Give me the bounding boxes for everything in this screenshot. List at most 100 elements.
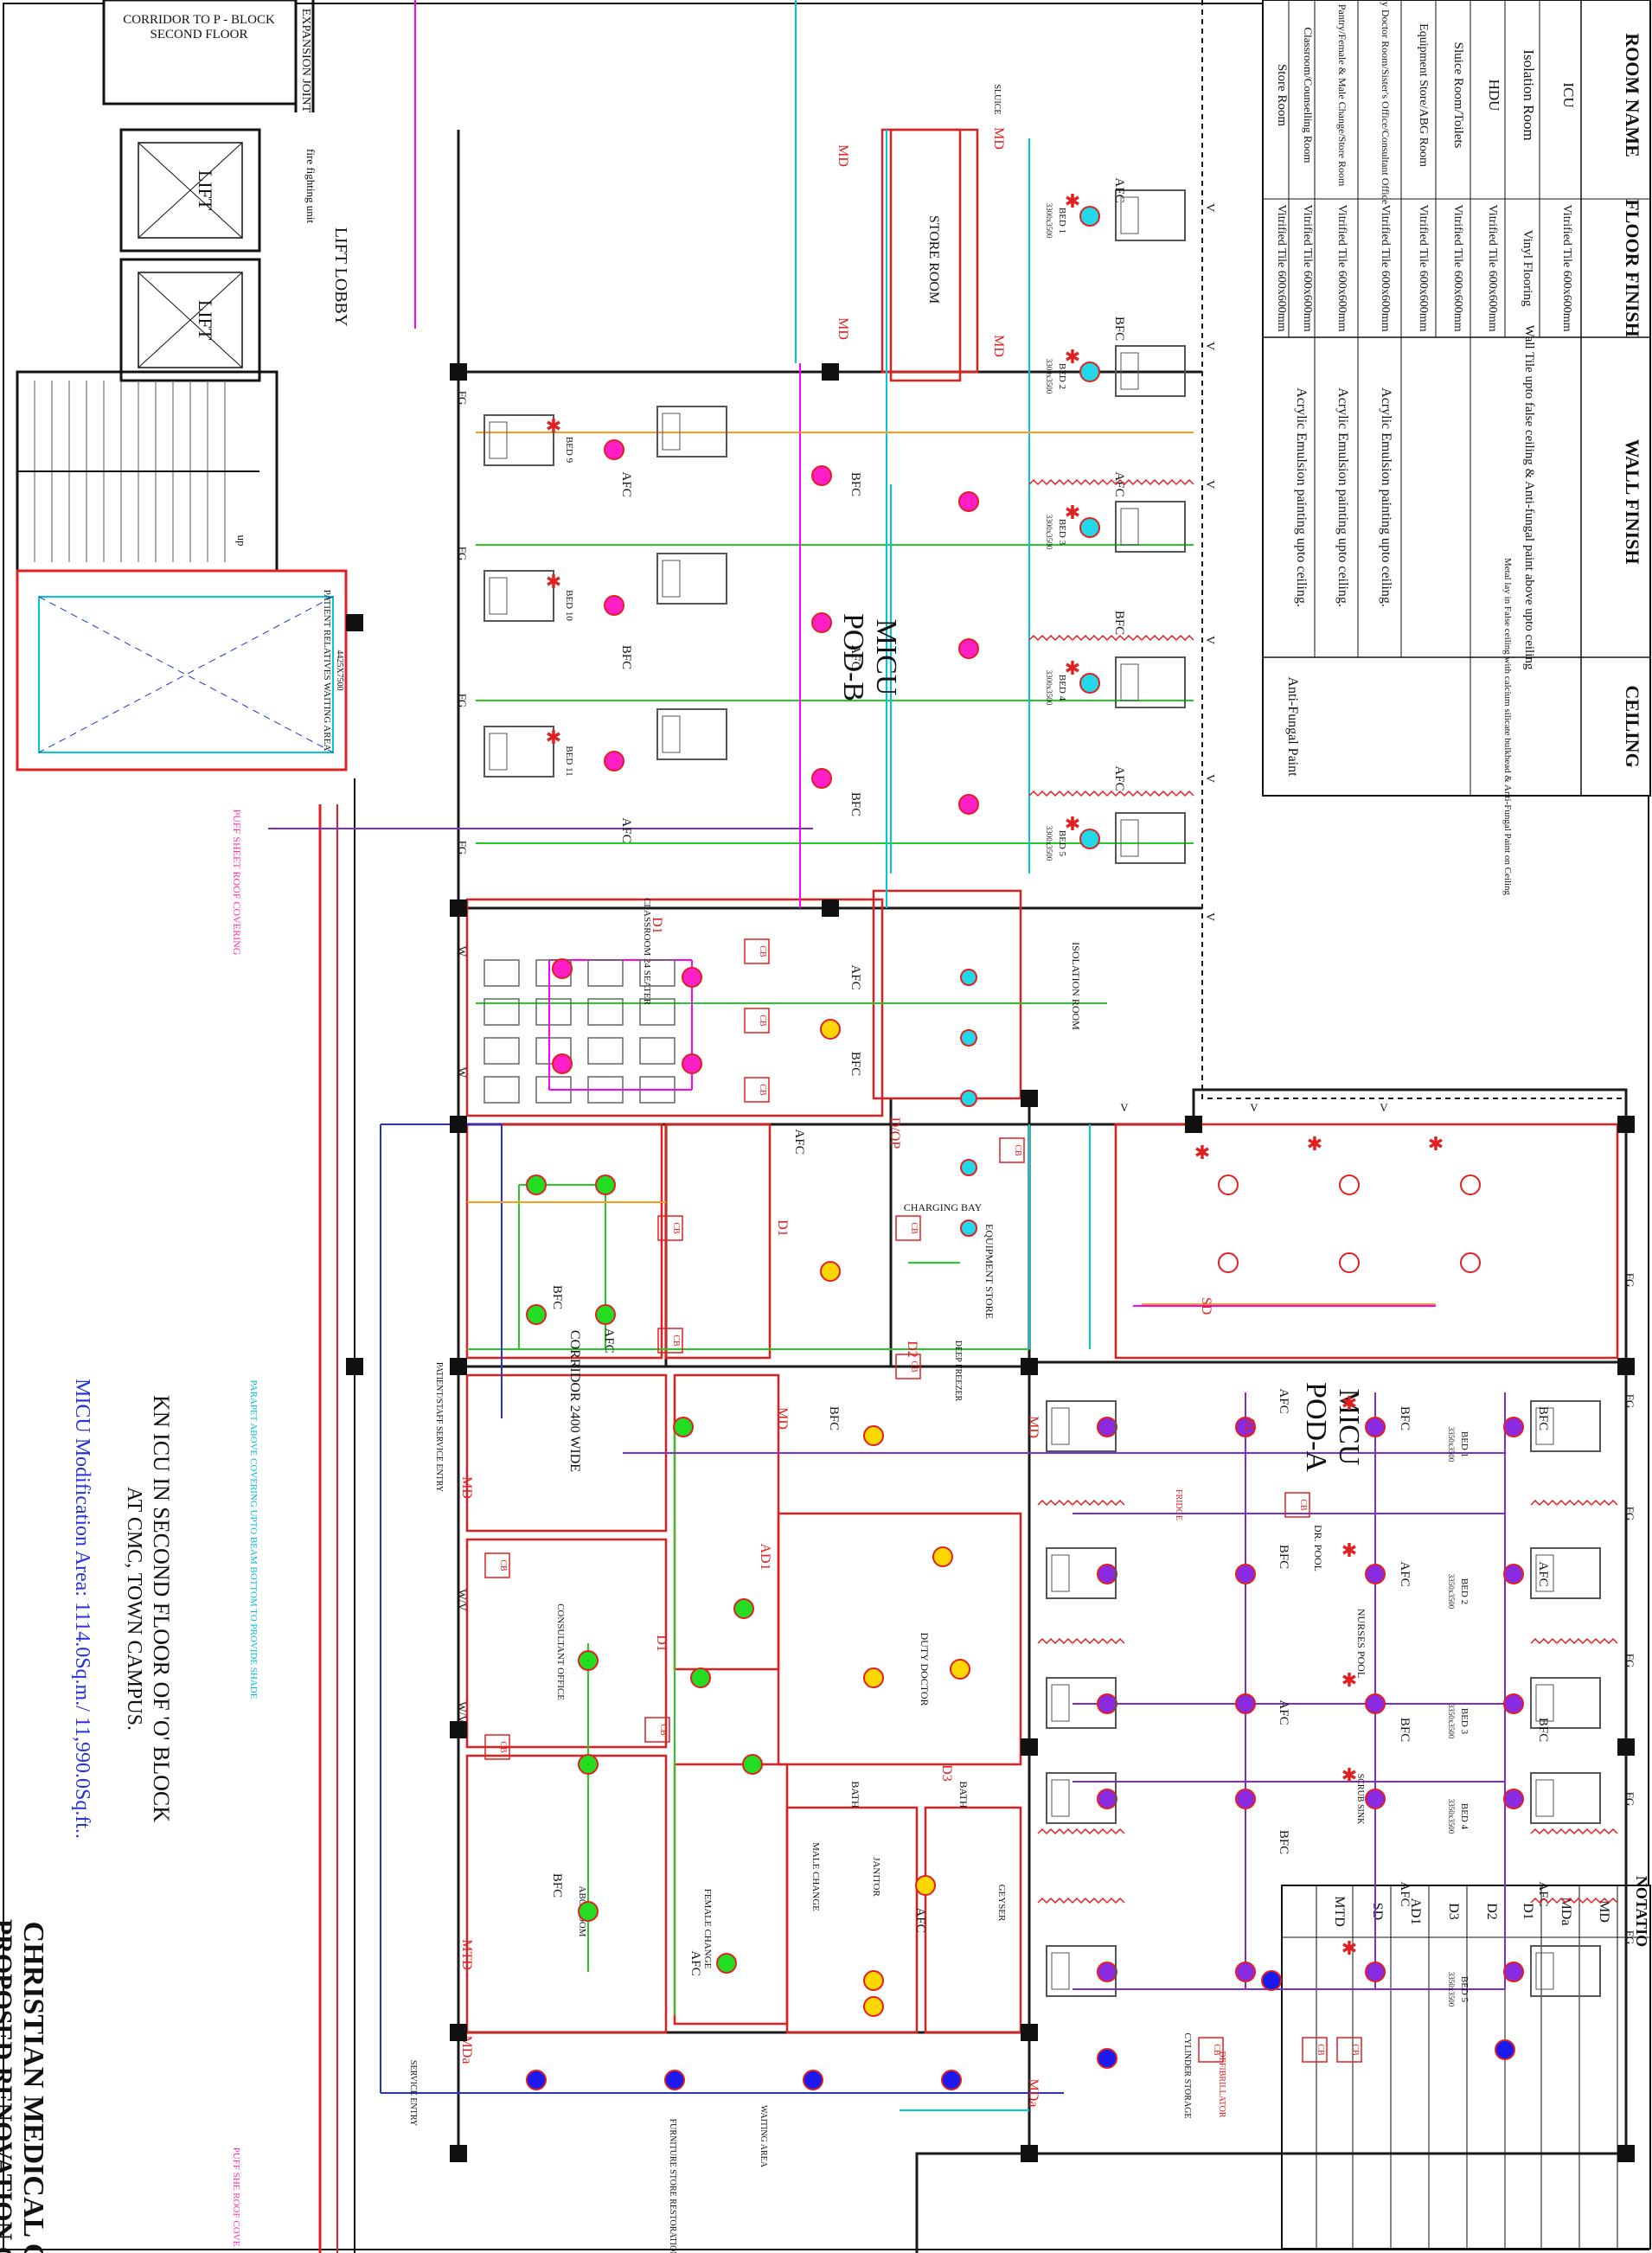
fixture-label-afc: AFC bbox=[1398, 1561, 1412, 1586]
isolation-room-label: ISOLATION ROOM bbox=[1070, 942, 1082, 1030]
bed-icon bbox=[1530, 1945, 1601, 1997]
door-code: MD bbox=[1026, 1416, 1041, 1438]
fixture-label-bfc: BFC bbox=[1398, 1718, 1412, 1742]
outlet-dot bbox=[960, 1219, 977, 1237]
outlet-dot bbox=[958, 491, 979, 512]
fg-marker: FG bbox=[1623, 1930, 1636, 1945]
fixture-label-afc: AFC bbox=[848, 964, 862, 989]
wall-finish: Acrylic Emulsion painting upto ceiling. bbox=[1379, 387, 1393, 607]
pod-b-label-1: MICU bbox=[870, 619, 902, 696]
structural-column bbox=[450, 1116, 467, 1133]
outlet-dot bbox=[1235, 1789, 1256, 1809]
project-title: PROPOSED RENOVATION O bbox=[0, 1919, 17, 2253]
fixture-label-bfc: BFC bbox=[619, 645, 633, 669]
structural-column bbox=[450, 363, 467, 381]
bath-label: BATH bbox=[957, 1781, 970, 1808]
outlet-dot bbox=[1339, 1175, 1360, 1195]
bed-label: BED 11 bbox=[564, 746, 574, 776]
cb-box bbox=[484, 1552, 510, 1578]
bed-label: BED 1 bbox=[1459, 1431, 1470, 1457]
bed-head bbox=[662, 413, 681, 451]
service-entry-label: SERVICE ENTRY bbox=[408, 2060, 418, 2126]
outlet-dot bbox=[1079, 206, 1100, 227]
star-symbol: ✱ bbox=[1065, 657, 1080, 679]
door-code: MDa bbox=[459, 2036, 474, 2064]
outlet-dot bbox=[1079, 517, 1100, 538]
row-room: Pantry/Female & Male Change/Store Room bbox=[1336, 4, 1348, 187]
classroom-label: CLASSROOM 24 SEATER bbox=[642, 898, 652, 1006]
curtain-track bbox=[1037, 1637, 1125, 1645]
chair-icon bbox=[639, 1037, 676, 1065]
puff-sheet-label-2: PUFF SHE ROOF COVE bbox=[231, 2147, 241, 2247]
cb-label: CB bbox=[1298, 1499, 1308, 1511]
cb-box bbox=[1198, 2037, 1224, 2063]
chair-icon bbox=[535, 998, 572, 1026]
defibrillator-label: DEFIBRILLATOR bbox=[1217, 2051, 1226, 2117]
curtain-track bbox=[1037, 1499, 1125, 1507]
star-symbol: ✱ bbox=[546, 415, 561, 437]
fixture-label-afc: AFC bbox=[1277, 1388, 1290, 1413]
notation-code: MDa bbox=[1559, 1898, 1573, 1926]
bed-dimension: 3300x3500 bbox=[1045, 515, 1053, 550]
female-change-label: FEMALE CHANGE bbox=[702, 1889, 713, 1969]
outlet-dot bbox=[1218, 1175, 1239, 1195]
star-symbol: ✱ bbox=[1065, 346, 1080, 368]
cb-label: CB bbox=[671, 1335, 681, 1347]
fixture-label-afc: AFC bbox=[1112, 471, 1126, 496]
row-floor: Vitrified Tile 600x600mm bbox=[1560, 205, 1573, 332]
bed-icon bbox=[483, 570, 554, 622]
door-code: MD bbox=[991, 335, 1006, 357]
cb-label: CB bbox=[1350, 2044, 1360, 2056]
bed-icon bbox=[1115, 501, 1186, 553]
curtain-track bbox=[1028, 634, 1194, 642]
cb-label: CB bbox=[498, 1741, 508, 1753]
equipment-store-label: EQUIPMENT STORE bbox=[983, 1224, 996, 1319]
star-symbol: ✱ bbox=[1341, 1539, 1357, 1561]
outlet-dot bbox=[733, 1598, 754, 1619]
structural-column bbox=[346, 1358, 363, 1375]
outlet-dot bbox=[960, 1159, 977, 1176]
fixture-label-bfc: BFC bbox=[827, 1406, 841, 1431]
v-marker: V bbox=[1250, 1101, 1258, 1114]
bed-head bbox=[1120, 508, 1139, 546]
row-floor: Vitrified Tile 600x600mm bbox=[1379, 205, 1392, 332]
structural-column bbox=[1021, 1738, 1038, 1756]
cb-box bbox=[1284, 1492, 1310, 1518]
row-floor: Vitrified Tile 600x600mm bbox=[1335, 205, 1348, 332]
outlet-dot bbox=[1079, 829, 1100, 849]
sheet-border bbox=[3, 3, 1649, 2250]
outlet-dot bbox=[958, 794, 979, 815]
bed-icon bbox=[656, 553, 727, 605]
male-change-label: MALE CHANGE bbox=[810, 1842, 821, 1911]
janitor-label: JANITOR bbox=[871, 1857, 881, 1897]
chair-icon bbox=[483, 998, 520, 1026]
outlet-dot bbox=[1365, 1962, 1386, 1982]
chair-icon bbox=[587, 1037, 624, 1065]
outlet-dot bbox=[863, 1425, 884, 1446]
expansion-joint-label: EXPANSION JOINT bbox=[299, 9, 312, 113]
curtain-track bbox=[1037, 1897, 1125, 1904]
chair-icon bbox=[483, 959, 520, 987]
star-symbol: ✱ bbox=[546, 571, 561, 592]
row-room: Duty Doctor Room/Sister's Office/Consult… bbox=[1380, 0, 1392, 204]
bed-head bbox=[489, 733, 508, 771]
outlet-dot bbox=[716, 1953, 737, 1974]
waiting-area-dim: 4425X7500 bbox=[335, 650, 344, 690]
bed-icon bbox=[1115, 656, 1186, 708]
cb-box bbox=[1302, 2037, 1328, 2063]
fixture-label-bfc: BFC bbox=[1277, 1545, 1290, 1569]
cb-label: CB bbox=[1316, 2044, 1325, 2056]
bed-head bbox=[1120, 196, 1139, 234]
door-code: SD bbox=[1199, 1297, 1213, 1315]
row-room: Isolation Room bbox=[1521, 49, 1537, 140]
chair-icon bbox=[639, 998, 676, 1026]
bed-head bbox=[1051, 1779, 1070, 1817]
bed-dimension: 3350x3500 bbox=[1447, 1799, 1456, 1834]
curtain-track bbox=[1530, 1499, 1618, 1507]
bed-head bbox=[1051, 1407, 1070, 1445]
door-code: D/OP bbox=[887, 1117, 902, 1149]
door-code: D1 bbox=[650, 917, 664, 934]
bed-head bbox=[1535, 1554, 1554, 1592]
chair-icon bbox=[587, 998, 624, 1026]
